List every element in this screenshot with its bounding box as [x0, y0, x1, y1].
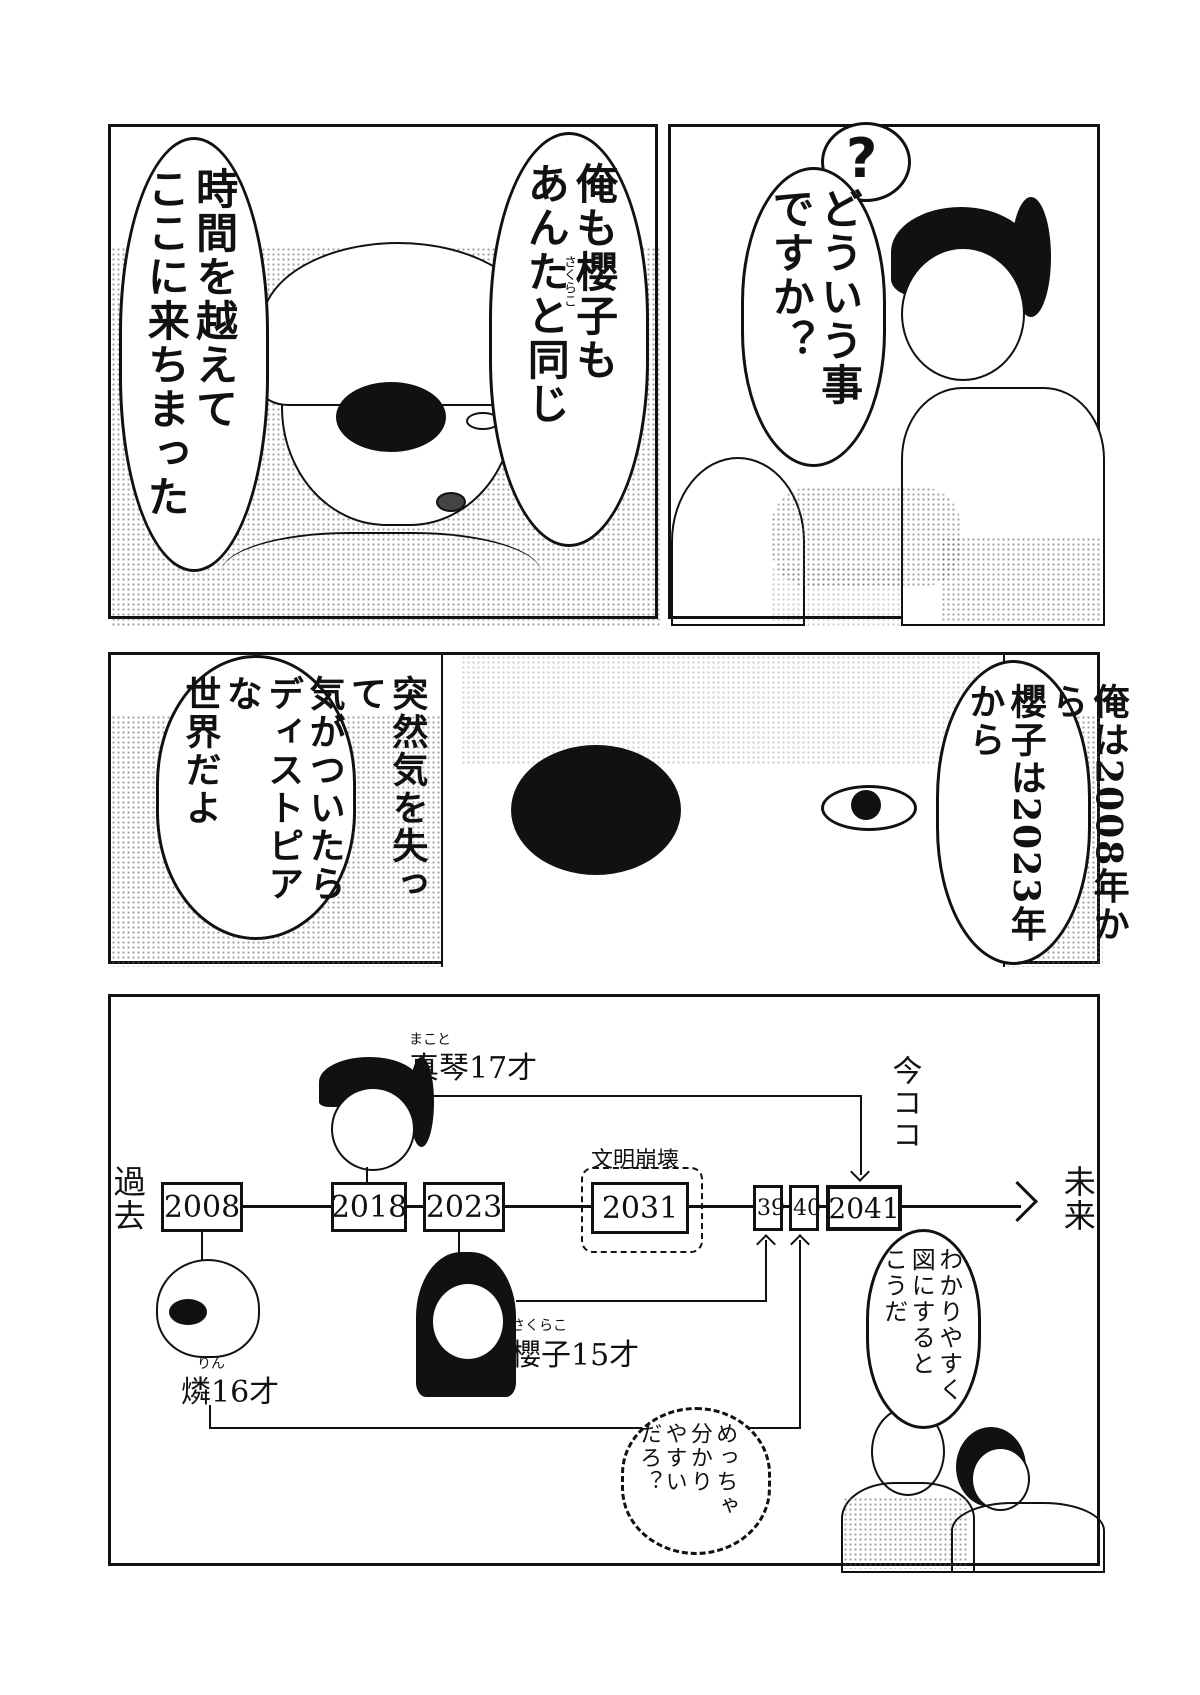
rin-arrow-line-v2 [799, 1240, 801, 1429]
bubble-left-line-2: ここに来ちまった [141, 167, 191, 519]
sakurako-face-illustration [411, 1252, 521, 1397]
year-box-2018: 2018 [331, 1182, 407, 1232]
pointing-characters-illustration [811, 1397, 1105, 1573]
bubble-diagram-line-3: こうだ [879, 1247, 908, 1325]
bubble-left-line-4: 世界だよ [179, 675, 222, 827]
sakurako-connector [458, 1232, 460, 1254]
makoto-connector [366, 1167, 368, 1183]
bubble-easy-line-2: 分かり [686, 1422, 712, 1494]
label-past: 過去 [108, 1165, 147, 1233]
hand-reaching-illustration [671, 457, 971, 626]
makoto-name: 真琴17才 [409, 1051, 538, 1086]
bubble-left-line-1: 時間を越えて [189, 167, 239, 431]
speech-bubble-easy [621, 1407, 771, 1555]
rin-connector [201, 1232, 203, 1262]
timeline-arrow-icon [996, 1180, 1039, 1223]
question-mark-icon: ? [846, 127, 878, 190]
sakurako-ruby: さくらこ [511, 1318, 567, 1334]
rin-arrowhead-icon [790, 1234, 810, 1254]
bubble-easy-line-4: だろ？ [636, 1422, 662, 1494]
year-box-2041: 2041 [826, 1185, 902, 1231]
bubble-easy-line-3: やすい [661, 1422, 687, 1494]
ruby-sakurako: さくらこ [561, 255, 576, 307]
speech-bubble-left [119, 137, 269, 572]
speech-bubble-right [489, 132, 649, 547]
rin-name: 燐16才 [181, 1375, 280, 1410]
bubble-left-line-1: 突然気を失って [344, 675, 429, 903]
makoto-face-illustration [319, 1057, 439, 1171]
rin-arrow-line-h [209, 1427, 801, 1429]
makoto-arrow-line-h [416, 1095, 861, 1097]
sakurako-arrowhead-icon [756, 1234, 776, 1254]
bubble-line-1: どういう事 [814, 187, 864, 407]
bubble-diagram-line-1: わかりやすく [934, 1247, 963, 1403]
bubble-right-line-2: あんたと同じ [521, 162, 571, 426]
rin-arrow-line-v1 [209, 1405, 211, 1429]
bubble-right-line-1: 俺は2008年から [1046, 683, 1130, 944]
eyepatch-closeup-icon [511, 745, 681, 875]
bubble-right-text: 俺も櫻子も あんたと同じ [521, 162, 618, 542]
rin-face-illustration [151, 1259, 261, 1358]
collapse-burst-icon [581, 1167, 703, 1253]
speech-bubble-diagram [866, 1229, 981, 1429]
year-box-2023: 2023 [423, 1182, 505, 1232]
bubble-easy-line-1: めっちゃ [712, 1422, 738, 1518]
panel-1: 時間を越えて ここに来ちまった 俺も櫻子も あんたと同じ さくらこ [108, 124, 661, 627]
label-collapse: 文明崩壊 [591, 1148, 680, 1173]
speech-bubble-left [156, 655, 356, 940]
panel-3: 俺は2008年から 櫻子は2023年から 突然気を失って 気がついたら ディスト… [108, 652, 1130, 967]
speech-bubble-right [936, 660, 1091, 965]
makoto-ruby: まこと [409, 1032, 451, 1048]
label-future: 未来 [1058, 1165, 1097, 1233]
year-box-2031: 2031 [591, 1182, 689, 1234]
bubble-diagram-text: わかりやすく 図にすると こうだ [879, 1247, 963, 1417]
bubble-right-line-2: 櫻子は2023年から [963, 683, 1047, 944]
makoto-arrowhead-icon [850, 1162, 870, 1182]
bubble-left-text: 突然気を失って 気がついたら ディストピアな 世界だよ [179, 675, 429, 930]
bubble-diagram-line-2: 図にすると [907, 1247, 936, 1377]
panel-2: ? どういう事 ですか？ [668, 122, 1105, 627]
speech-bubble [741, 167, 886, 467]
closeup-face-illustration [441, 655, 1005, 967]
bubble-easy-text: めっちゃ 分かり やすい だろ？ [636, 1422, 737, 1547]
panel-4-timeline: 過去 未来 2008 2018 2023 2031 文明崩壊 '39 '40 2… [108, 994, 1105, 1573]
bubble-left-line-2: 気がついたら [303, 675, 346, 903]
year-box-39: '39 [751, 1185, 785, 1231]
sakurako-arrow-line-v [765, 1240, 767, 1302]
makoto-arrow-line-v [860, 1095, 862, 1175]
rin-ruby: りん [197, 1356, 225, 1372]
bubble-right-line-1: 俺も櫻子も [569, 162, 619, 382]
bubble-left-text: 時間を越えて ここに来ちまった [141, 167, 238, 557]
sakurako-arrow-line-h [516, 1300, 766, 1302]
sakurako-name: 櫻子15才 [511, 1338, 640, 1373]
year-box-40: '40 [787, 1185, 821, 1231]
year-box-2008: 2008 [161, 1182, 243, 1232]
bubble-right-text: 俺は2008年から 櫻子は2023年から [963, 683, 1129, 953]
bubble-text: どういう事 ですか？ [766, 187, 863, 447]
bubble-left-line-3: ディストピアな [220, 675, 305, 903]
label-now-here: 今ココ [886, 1055, 922, 1151]
rin-eyepatch-icon [169, 1299, 207, 1325]
bubble-line-2: ですか？ [766, 187, 816, 363]
eyepatch-icon [336, 382, 446, 452]
